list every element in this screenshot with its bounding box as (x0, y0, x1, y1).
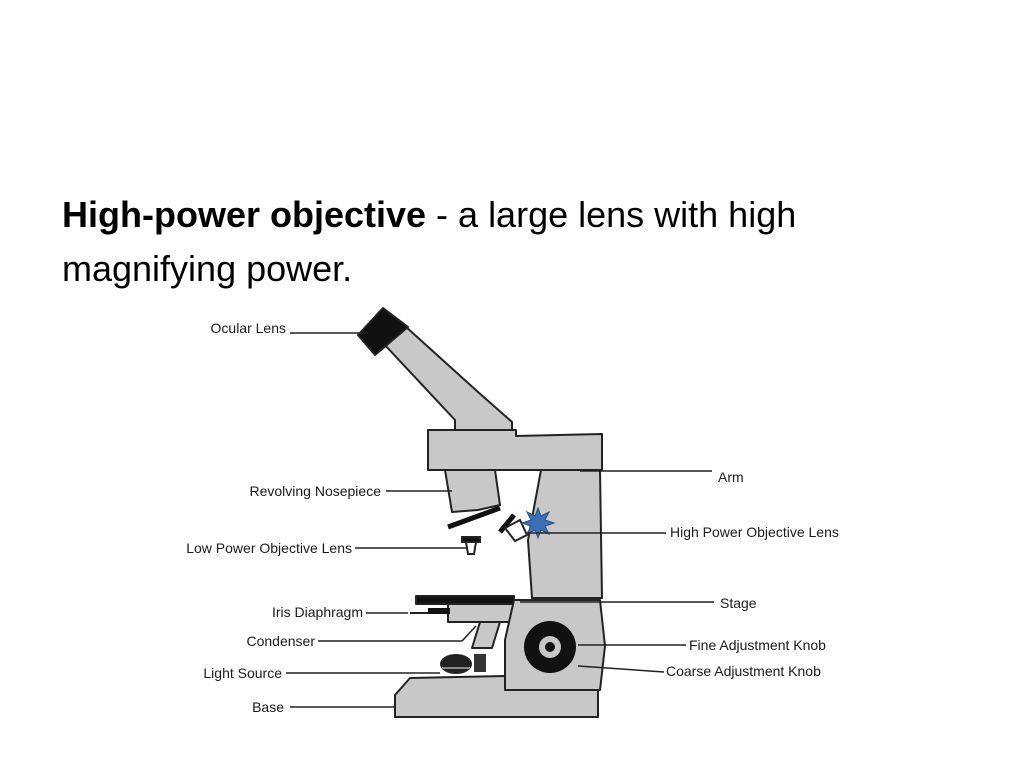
low-power-objective (447, 505, 501, 555)
label-fine-adjustment-knob: Fine Adjustment Knob (689, 637, 826, 653)
condenser-body (471, 621, 501, 649)
label-condenser: Condenser (247, 633, 316, 649)
high-power-objective (498, 513, 529, 543)
slide-body-text: High-power objective - a large lens with… (62, 188, 962, 296)
ocular-lens-cap (357, 307, 409, 356)
part-labels: Ocular Lens Revolving Nosepiece Low Powe… (186, 320, 839, 715)
label-light-source: Light Source (203, 665, 282, 681)
microscope-base (394, 675, 599, 718)
label-high-power-objective-lens: High Power Objective Lens (670, 524, 839, 540)
microscope-illustration (357, 307, 606, 718)
label-arm: Arm (718, 469, 744, 485)
stage-platform (415, 595, 515, 605)
label-low-power-objective-lens: Low Power Objective Lens (186, 540, 352, 556)
highlight-star-icon (520, 506, 556, 540)
iris-diaphragm-lever (410, 608, 450, 614)
label-base: Base (252, 699, 284, 715)
adjustment-knob (524, 621, 576, 673)
label-revolving-nosepiece: Revolving Nosepiece (249, 483, 381, 499)
microscope-head (427, 429, 603, 471)
light-source-lamp (440, 654, 486, 674)
revolving-nosepiece (444, 469, 501, 513)
stage-support (447, 603, 517, 623)
term-definition: - a large lens with high magnifying powe… (62, 194, 797, 289)
term-heading: High-power objective (62, 194, 427, 235)
label-stage: Stage (720, 595, 757, 611)
leader-lines (286, 332, 714, 708)
eyepiece-tube (382, 325, 513, 437)
label-ocular-lens: Ocular Lens (211, 320, 286, 336)
label-coarse-adjustment-knob: Coarse Adjustment Knob (666, 663, 821, 679)
label-iris-diaphragm: Iris Diaphragm (272, 604, 363, 620)
